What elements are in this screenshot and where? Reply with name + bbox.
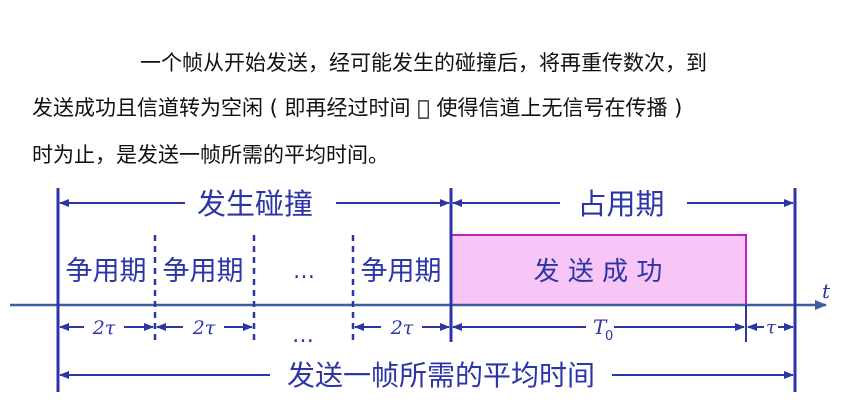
paragraph-line-1: 一个帧从开始发送，经可能发生的碰撞后，将再重传数次，到 [140,51,707,75]
t0-subscript: 0 [605,329,613,344]
occupy-label: 占用期 [577,187,664,221]
avg-time-label: 发送一帧所需的平均时间 [287,359,595,392]
interval-2tau: 2τ [92,317,116,339]
ellipsis-upper: … [293,259,315,284]
contention-label: 争用期 [163,256,244,287]
t0-label: T [593,315,608,339]
contention-label: 争用期 [66,256,147,287]
success-label: 发 送 成 功 [534,257,663,287]
paragraph-line-3: 时为止，是发送一帧所需的平均时间。 [32,143,389,167]
interval-2tau: 2τ [390,317,414,339]
success-block [450,234,747,306]
contention-label: 争用期 [361,256,442,287]
interval-2tau: 2τ [192,317,216,339]
paragraph-line-2: 发送成功且信道转为空闲 ( 即再经过时间 ￿ 使得信道上无信号在传播 ) [32,96,683,120]
collision-label: 发生碰撞 [197,187,313,221]
tau-label: τ [766,317,777,338]
axis-label: t [822,279,831,303]
ellipsis-lower: … [292,323,314,348]
